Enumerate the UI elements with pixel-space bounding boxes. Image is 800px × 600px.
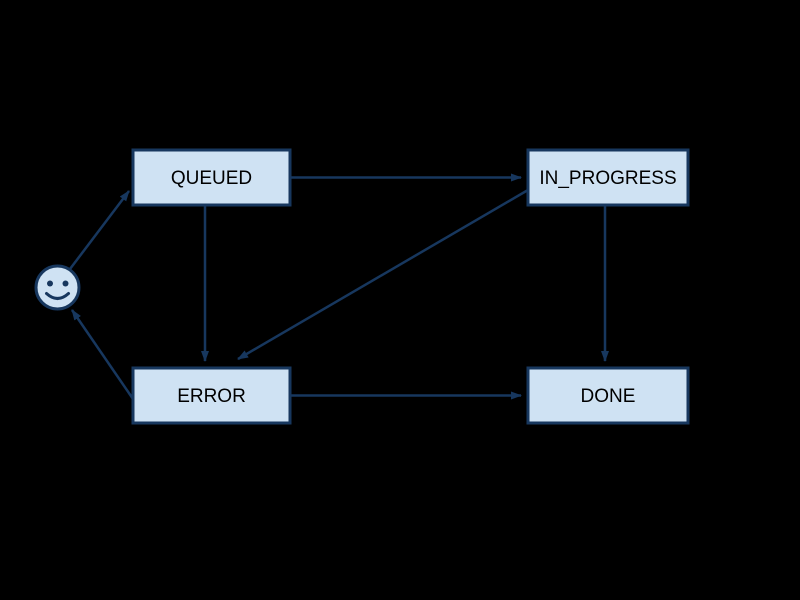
edge-error-to-start [70, 309, 135, 400]
edge-in_progress-to-error [237, 188, 529, 361]
edges-layer [69, 173, 609, 400]
smiley-left-eye [47, 280, 53, 287]
nodes-layer: QUEUED IN_PROGRESS ERROR DONE [131, 148, 690, 425]
state-node-error: ERROR [131, 366, 292, 425]
state-node-queued: QUEUED [131, 148, 292, 207]
state-node-error-label: ERROR [177, 386, 246, 407]
state-node-done-box [526, 366, 690, 425]
state-node-queued-box [131, 148, 292, 207]
state-node-error-box [131, 366, 292, 425]
smiley-face-circle [34, 264, 81, 311]
state-node-in_progress-label: IN_PROGRESS [539, 168, 676, 189]
start-layer [34, 264, 81, 311]
smiley-mouth [45, 292, 70, 300]
state-node-in_progress: IN_PROGRESS [526, 148, 690, 207]
state-node-done: DONE [526, 366, 690, 425]
state-node-done-label: DONE [581, 386, 636, 407]
state-node-queued-label: QUEUED [171, 168, 252, 189]
smiley-right-eye [62, 280, 69, 287]
edge-start-to-queued [69, 190, 130, 270]
state-node-in_progress-box [526, 148, 690, 207]
start-state-smiley-icon [34, 264, 81, 311]
